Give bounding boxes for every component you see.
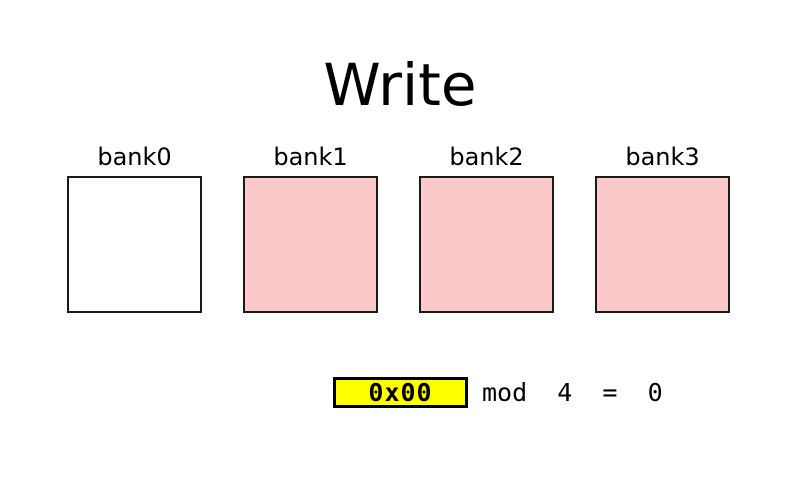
address-highlight-chip: 0x00 xyxy=(333,377,468,408)
address-annotation: 0x00 mod 4 = 0 xyxy=(333,377,663,408)
bank-box-1 xyxy=(243,176,378,313)
bank-box-3 xyxy=(595,176,730,313)
bank-label-1: bank1 xyxy=(273,143,348,171)
bank-box-2 xyxy=(419,176,554,313)
page-title: Write xyxy=(323,51,477,119)
bank-label-0: bank0 xyxy=(97,143,172,171)
bank-box-0 xyxy=(67,176,202,313)
modulo-expression: mod 4 = 0 xyxy=(482,378,663,407)
bank-label-3: bank3 xyxy=(625,143,700,171)
bank-label-2: bank2 xyxy=(449,143,524,171)
